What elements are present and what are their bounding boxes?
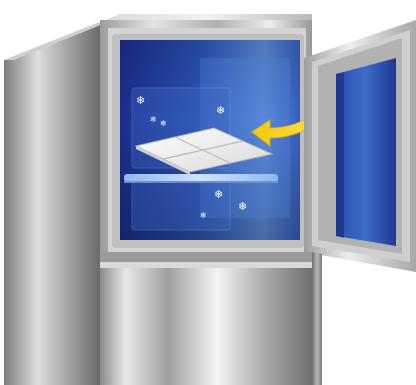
cabinet-left-side bbox=[4, 22, 108, 385]
svg-text:❄: ❄ bbox=[160, 119, 167, 128]
svg-text:❄: ❄ bbox=[238, 200, 247, 213]
svg-text:❄: ❄ bbox=[136, 94, 145, 107]
svg-text:❄: ❄ bbox=[150, 115, 157, 124]
svg-text:❄: ❄ bbox=[216, 104, 225, 117]
svg-text:❄: ❄ bbox=[214, 188, 223, 201]
freezer-shelf bbox=[124, 174, 278, 183]
svg-text:❄: ❄ bbox=[200, 211, 207, 220]
freezer-door bbox=[304, 20, 416, 272]
fridge-section bbox=[100, 252, 322, 385]
